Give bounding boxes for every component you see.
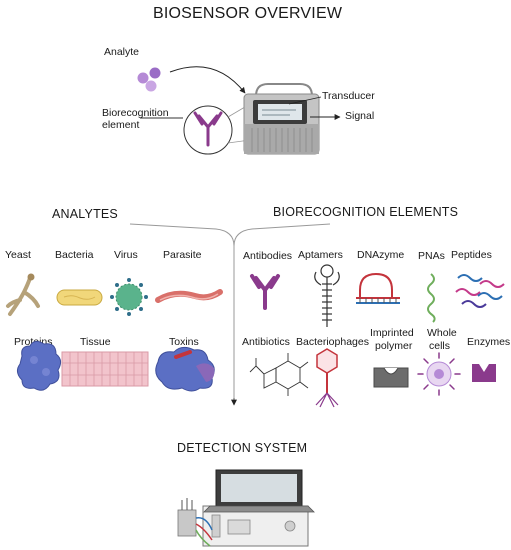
bio-whole-label: Whole <box>427 327 457 339</box>
transducer-pointer <box>288 96 322 105</box>
analytes-heading: ANALYTES <box>52 207 118 221</box>
virus-icon <box>110 278 148 316</box>
biorecognition-element-label-line2: element <box>102 119 140 131</box>
antibody-icon <box>250 274 280 310</box>
bio-pnas-label: PNAs <box>418 250 445 262</box>
analyte-tissue-label: Tissue <box>80 336 111 348</box>
analyte-label: Analyte <box>104 46 140 58</box>
analyte-virus-label: Virus <box>114 249 138 261</box>
bio-aptamers-label: Aptamers <box>298 249 343 261</box>
analyte-yeast-label: Yeast <box>5 249 31 261</box>
peptides-icon <box>455 274 505 308</box>
enzyme-icon <box>472 364 496 382</box>
section-divider <box>129 223 331 405</box>
tissue-icon <box>61 351 149 387</box>
whole-cell-icon <box>417 352 461 396</box>
biorecognition-element-label-line1: Biorecognition <box>102 107 169 119</box>
bio-antibiotics-label: Antibiotics <box>242 336 290 348</box>
aptamer-icon <box>314 264 340 327</box>
detection-system-heading: DETECTION SYSTEM <box>177 441 308 455</box>
biorecognition-heading: BIORECOGNITION ELEMENTS <box>273 205 459 219</box>
bio-antibodies-label: Antibodies <box>243 250 293 262</box>
bio-peptides-label: Peptides <box>451 249 492 261</box>
pna-icon <box>427 273 436 323</box>
biorecognition-element-icon <box>140 103 251 155</box>
yeast-icon <box>6 273 40 316</box>
detection-system-icon <box>177 469 315 547</box>
signal-label: Signal <box>345 110 375 122</box>
analyte-bacteria-label: Bacteria <box>55 249 94 261</box>
analyte-toxins-label: Toxins <box>169 336 199 348</box>
bio-polymer-label: polymer <box>375 340 413 352</box>
bacteria-icon <box>56 289 103 306</box>
bio-cells-label: cells <box>429 340 451 352</box>
transducer-label: Transducer <box>322 90 375 102</box>
antibiotic-structure-icon <box>249 353 309 396</box>
analyte-parasite-label: Parasite <box>163 249 202 261</box>
analyte-molecules-icon <box>137 67 161 92</box>
parasite-icon <box>155 289 223 303</box>
bio-enzymes-label: Enzymes <box>467 336 511 348</box>
toxins-icon <box>155 346 215 392</box>
bio-dnazyme-label: DNAzyme <box>357 249 405 261</box>
imprinted-polymer-icon <box>373 367 409 388</box>
dnazyme-icon <box>356 272 400 304</box>
bacteriophage-icon <box>315 348 339 408</box>
proteins-icon <box>16 340 62 391</box>
biosensor-device-icon <box>243 83 320 155</box>
bio-imprinted-label: Imprinted <box>370 327 414 339</box>
analyte-arrow <box>169 66 246 94</box>
bio-bacteriophages-label: Bacteriophages <box>296 336 369 348</box>
page-title: BIOSENSOR OVERVIEW <box>153 5 343 22</box>
